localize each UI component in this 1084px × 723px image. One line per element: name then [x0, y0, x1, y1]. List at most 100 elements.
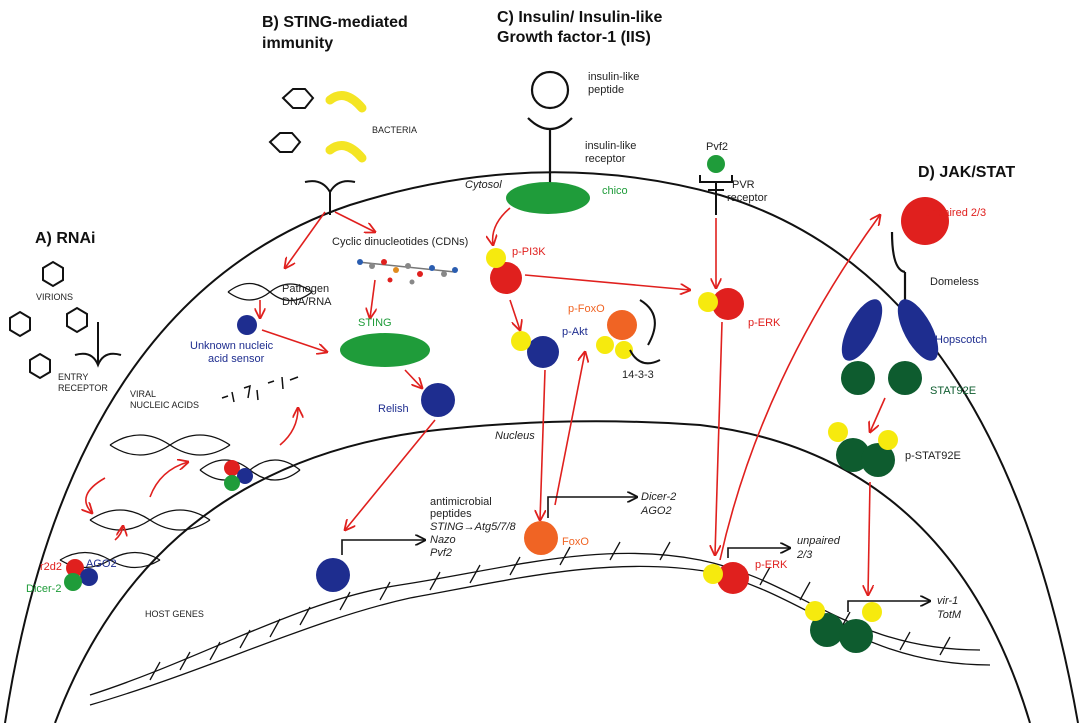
risc-complex — [64, 559, 98, 591]
virions-label: VIRIONS — [36, 292, 73, 302]
pfoxo-phospho-1 — [596, 336, 614, 354]
erk-protein — [712, 288, 744, 320]
insulin-peptide-label-1: insulin-like — [588, 71, 639, 83]
rnai-feedback-arrows — [86, 408, 298, 541]
host-genes-label: HOST GENES — [145, 609, 204, 619]
foxo-target-1: Dicer-2 — [641, 491, 676, 503]
pstat-right — [861, 443, 895, 477]
14-3-3-label: 14-3-3 — [622, 369, 654, 381]
pstat-bound-right — [839, 619, 873, 653]
domeless-label: Domeless — [930, 276, 979, 288]
bacteria-icon — [325, 91, 367, 113]
pathogen-label-1: Pathogen — [282, 283, 329, 295]
sting-protein — [340, 333, 430, 367]
cytosol-label: Cytosol — [465, 179, 502, 191]
pstat-bound-left — [810, 613, 844, 647]
sirna-fragments — [221, 376, 299, 403]
panel-title-sting-1: B) STING-mediated — [262, 14, 408, 31]
pfoxo-phospho-2 — [615, 341, 633, 359]
dicer2-label: Dicer-2 — [26, 583, 61, 595]
akt-protein — [527, 336, 559, 368]
sting-label: STING — [358, 317, 392, 329]
chico-label: chico — [602, 185, 628, 197]
insulin-receptor-label-2: receptor — [585, 153, 626, 165]
rnai-complex-small — [224, 460, 253, 491]
cdns-label: Cyclic dinucleotides (CDNs) — [332, 236, 468, 248]
akt-label: p-Akt — [562, 326, 588, 338]
bacteria-hexagons — [268, 88, 315, 153]
stat92e-left — [841, 361, 875, 395]
pvf2-label: Pvf2 — [706, 141, 728, 153]
domeless-receptor-icon — [890, 231, 907, 305]
pathogen-label-2: DNA/RNA — [282, 296, 332, 308]
stat92e-label: STAT92E — [930, 385, 976, 397]
insulin-peptide-icon — [530, 70, 570, 110]
pi3k-protein — [490, 262, 522, 294]
entry-receptor-label-1: ENTRY — [58, 372, 88, 382]
panel-title-rnai: A) RNAi — [35, 230, 95, 247]
viral-dna-helices — [59, 434, 301, 569]
pathogen-dna-icon — [227, 282, 313, 302]
panel-title-iis-2: Growth factor-1 (IIS) — [497, 29, 651, 46]
sting-target-5: Pvf2 — [430, 547, 452, 559]
jak-target-1: vir-1 — [937, 595, 958, 607]
foxo-protein — [524, 521, 558, 555]
insulin-receptor-label-1: insulin-like — [585, 140, 636, 152]
erk-bound — [717, 562, 749, 594]
erk-target-2: 2/3 — [796, 549, 813, 561]
pstat-label: p-STAT92E — [905, 450, 961, 462]
hopscotch-left — [841, 299, 883, 361]
jak-target-2: TotM — [937, 609, 962, 621]
nuclear-envelope — [54, 420, 1031, 723]
cdn-molecule-icon — [357, 259, 458, 285]
entry-receptor-icon — [74, 322, 122, 368]
panel-title-iis-1: C) Insulin/ Insulin-like — [497, 9, 662, 26]
pstat-phospho-1 — [828, 422, 848, 442]
sensor-label-2: acid sensor — [208, 353, 265, 365]
pvr-label-1: PVR — [732, 179, 755, 191]
sting-target-4: Nazo — [430, 534, 456, 546]
relish-bound — [316, 558, 350, 592]
bacteria-icon — [325, 141, 367, 163]
unpaired-ligand — [901, 197, 949, 245]
sting-target-1: antimicrobial — [430, 496, 492, 508]
14-3-3-icon — [629, 299, 661, 365]
panel-title-sting-2: immunity — [262, 35, 333, 52]
pfoxo-protein — [607, 310, 637, 340]
erk-target-1: unpaired — [797, 535, 841, 547]
pvr-receptor-icon — [699, 175, 733, 215]
viral-nucleic-acids-label-2: NUCLEIC ACIDS — [130, 400, 199, 410]
stat92e-right — [888, 361, 922, 395]
sting-target-2: peptides — [430, 508, 472, 520]
sensor-label-1: Unknown nucleic — [190, 340, 274, 352]
erk-label: p-ERK — [748, 317, 781, 329]
nucleus-label: Nucleus — [495, 430, 535, 442]
hopscotch-right — [897, 299, 939, 361]
relish-protein — [421, 383, 455, 417]
hopscotch-label: Hopscotch — [935, 334, 987, 346]
pstat-phospho-2 — [878, 430, 898, 450]
pvr-label-2: receptor — [727, 192, 768, 204]
erk-nuc-label: p-ERK — [755, 559, 788, 571]
insulin-receptor-icon — [527, 117, 573, 185]
panel-title-jak: D) JAK/STAT — [918, 164, 1015, 181]
pfoxo-label: p-FoxO — [568, 303, 605, 315]
chico-protein — [506, 182, 590, 214]
entry-receptor-label-2: RECEPTOR — [58, 383, 108, 393]
r2d2-label: r2d2 — [40, 561, 62, 573]
pstat-bound-phospho-2 — [862, 602, 882, 622]
foxo-target-2: AGO2 — [640, 505, 672, 517]
nucleic-acid-sensor — [237, 315, 257, 335]
erk-phospho — [698, 292, 718, 312]
unpaired-label: unpaired 2/3 — [925, 207, 986, 219]
pvf2-ligand — [707, 155, 725, 173]
foxo-label: FoxO — [562, 536, 589, 548]
relish-label: Relish — [378, 403, 409, 415]
virion-icons — [9, 260, 88, 380]
pstat-bound-phospho-1 — [805, 601, 825, 621]
ago2-label: AGO2 — [86, 558, 117, 570]
akt-phospho — [511, 331, 531, 351]
pi3k-label: p-PI3K — [512, 246, 546, 258]
bacterial-receptor-icon — [304, 180, 356, 215]
